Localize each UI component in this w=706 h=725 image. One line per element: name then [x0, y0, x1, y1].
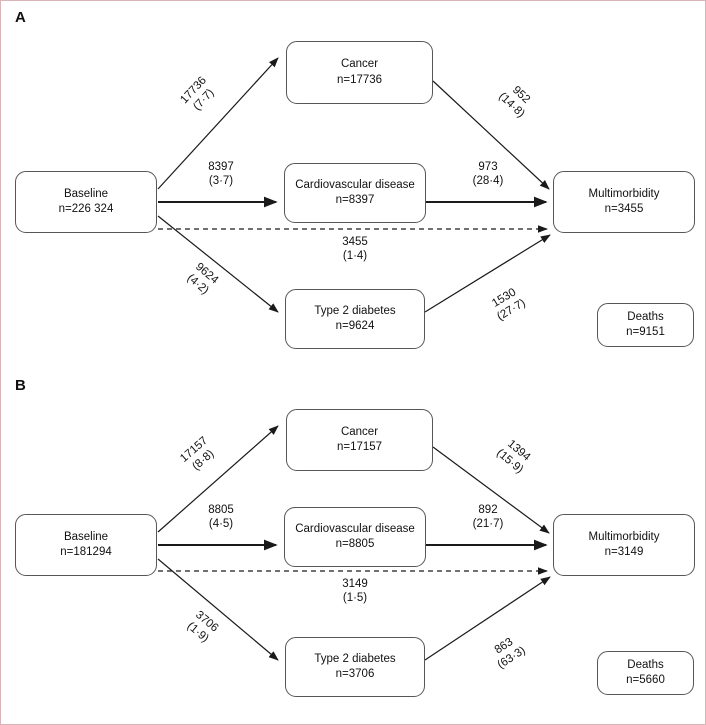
node-type-2-diabetes[interactable]: Type 2 diabetes n=9624 — [285, 289, 425, 349]
edge-label-baseline-to-cancer: 17157 (8·8) — [178, 434, 217, 474]
node-deaths-count: n=9151 — [626, 326, 665, 338]
node-cancer-count: n=17736 — [336, 73, 383, 86]
node-type-2-diabetes-title: Type 2 diabetes — [314, 652, 396, 665]
edge-label-baseline-to-multimorbidity: 3455 (1·4) — [342, 236, 368, 263]
panel-letter-a: A — [15, 9, 26, 26]
node-deaths-title: Deaths — [627, 310, 664, 323]
node-deaths[interactable]: Deaths n=5660 — [597, 651, 694, 695]
node-type-2-diabetes-count: n=9624 — [335, 320, 375, 332]
node-baseline[interactable]: Baseline n=181294 — [15, 514, 157, 576]
node-baseline-count: n=226 324 — [58, 203, 114, 215]
node-multimorbidity-title: Multimorbidity — [588, 530, 660, 543]
node-multimorbidity-title: Multimorbidity — [588, 187, 660, 200]
panel-a: A — [1, 1, 705, 369]
node-baseline-title: Baseline — [63, 187, 109, 200]
edge-label-baseline-to-t2d: 3706 (1·9) — [184, 608, 221, 646]
node-deaths[interactable]: Deaths n=9151 — [597, 303, 694, 347]
node-baseline-count: n=181294 — [60, 546, 112, 558]
node-multimorbidity[interactable]: Multimorbidity n=3455 — [553, 171, 695, 233]
node-deaths-count: n=5660 — [626, 674, 665, 686]
edge-label-baseline-to-cvd: 8397 (3·7) — [208, 161, 234, 188]
node-cancer-title: Cancer — [340, 58, 379, 71]
node-type-2-diabetes-count: n=3706 — [335, 668, 375, 680]
node-baseline-title: Baseline — [63, 530, 109, 543]
node-cardiovascular-disease-title: Cardiovascular disease — [295, 178, 415, 191]
node-cardiovascular-disease-count: n=8397 — [335, 194, 375, 206]
edge-label-cvd-to-multimorbidity: 973 (28·4) — [472, 161, 504, 188]
panel-b: B — [1, 369, 705, 724]
edge-label-cancer-to-multimorbidity: 1394 (15·9) — [493, 437, 533, 477]
node-multimorbidity-count: n=3455 — [604, 203, 644, 215]
node-cancer-title: Cancer — [340, 425, 379, 438]
node-cancer-count: n=17157 — [336, 441, 383, 453]
edge-label-cvd-to-multimorbidity: 892 (21·7) — [472, 504, 504, 531]
node-multimorbidity[interactable]: Multimorbidity n=3149 — [553, 514, 695, 576]
node-cancer[interactable]: Cancer n=17736 — [286, 41, 433, 104]
node-type-2-diabetes-title: Type 2 diabetes — [314, 304, 396, 317]
node-cardiovascular-disease-title: Cardiovascular disease — [295, 522, 415, 535]
node-cardiovascular-disease[interactable]: Cardiovascular disease n=8397 — [284, 163, 426, 223]
node-type-2-diabetes[interactable]: Type 2 diabetes n=3706 — [285, 637, 425, 697]
node-cancer[interactable]: Cancer n=17157 — [286, 409, 433, 471]
node-baseline[interactable]: Baseline n=226 324 — [15, 171, 157, 233]
edge-label-baseline-to-cancer: 17736 (7·7) — [178, 74, 217, 114]
node-deaths-title: Deaths — [627, 658, 664, 671]
edge-label-baseline-to-cvd: 8805 (4·5) — [208, 504, 234, 531]
edge-label-cancer-to-multimorbidity: 952 (14·8) — [495, 84, 533, 121]
node-cardiovascular-disease-count: n=8805 — [335, 538, 375, 550]
node-multimorbidity-count: n=3149 — [604, 546, 644, 558]
node-cardiovascular-disease[interactable]: Cardiovascular disease n=8805 — [284, 507, 426, 567]
panel-letter-b: B — [15, 377, 26, 394]
edge-label-baseline-to-t2d: 9624 (4·2) — [184, 260, 221, 298]
edge-label-baseline-to-multimorbidity: 3149 (1·5) — [342, 578, 368, 605]
edge-label-t2d-to-multimorbidity: 863 (63·3) — [492, 635, 528, 672]
edge-label-t2d-to-multimorbidity: 1530 (27·7) — [490, 286, 528, 324]
